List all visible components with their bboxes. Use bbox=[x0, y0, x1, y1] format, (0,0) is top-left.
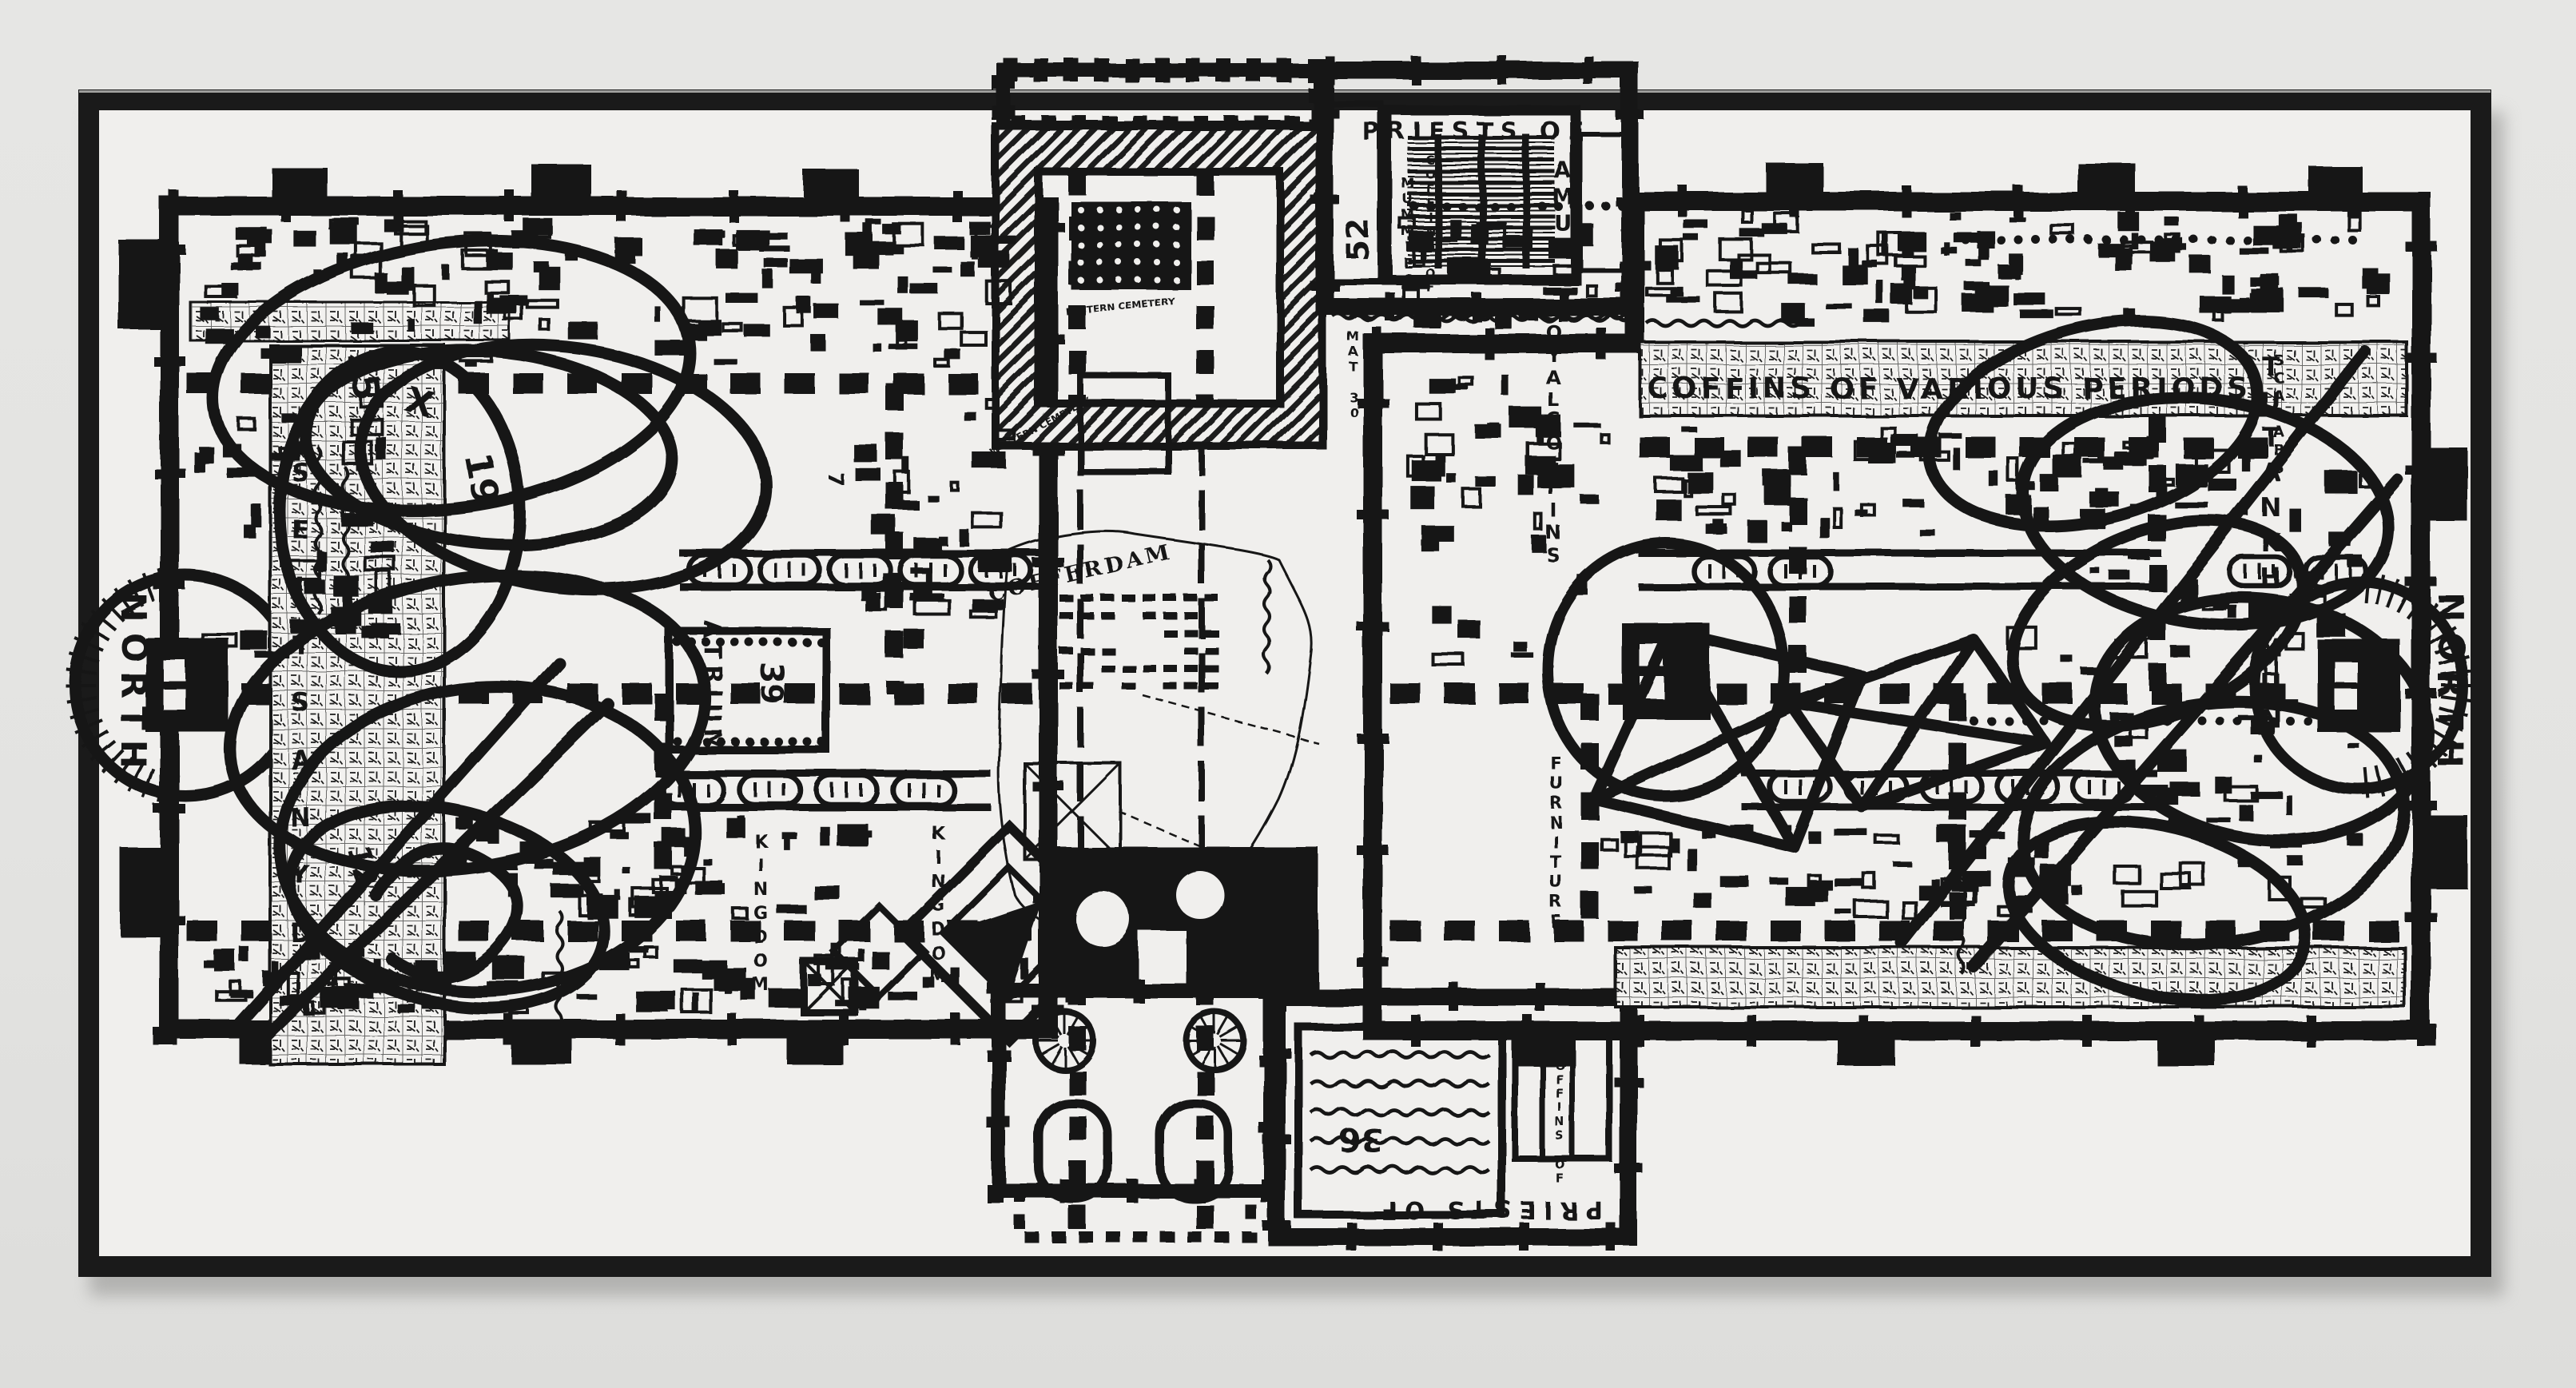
plan-label-room-36: 36 bbox=[1339, 1121, 1384, 1158]
axonometric-scribbles bbox=[1588, 626, 2051, 853]
cartouche-rows bbox=[660, 552, 2369, 808]
plan-label-atrium: ATRIUM bbox=[698, 620, 726, 758]
plan-label-loop-19: 19 bbox=[456, 450, 507, 507]
plan-label-priests-of-top: PRIESTS OF bbox=[1362, 118, 1592, 146]
plan-label-loop-15: 15 bbox=[338, 346, 389, 404]
frame-highlight bbox=[79, 90, 2491, 93]
plan-label-north-left: NORTH bbox=[113, 593, 153, 779]
plan-label-north-right: NORTH bbox=[2430, 593, 2471, 779]
vestibule bbox=[992, 122, 1327, 450]
atrium-hall bbox=[666, 627, 830, 754]
plan-label-room-7: 7 bbox=[824, 472, 848, 487]
gallery-room-clutter bbox=[193, 209, 2390, 1016]
column-dot-rows bbox=[673, 201, 2357, 746]
plan-label-coffins-various: COFFINS OF VARIOUS PERIODS bbox=[1647, 372, 2252, 405]
plan-label-priests-of-bottom: PRIESTS OF bbox=[1373, 1195, 1603, 1223]
hieratic-script-lines bbox=[313, 313, 1966, 1175]
hieroglyph-band-top-right bbox=[1638, 340, 2408, 417]
hieroglyph-band-bottom-right bbox=[1614, 946, 2407, 1008]
hand-scribbles-left bbox=[207, 234, 772, 1045]
plan-label-atrium-39: 39 bbox=[755, 663, 790, 706]
plan-label-room-52: 52 bbox=[1341, 219, 1376, 261]
central-spine bbox=[987, 58, 1332, 1243]
mastaba-field bbox=[1039, 595, 1218, 690]
